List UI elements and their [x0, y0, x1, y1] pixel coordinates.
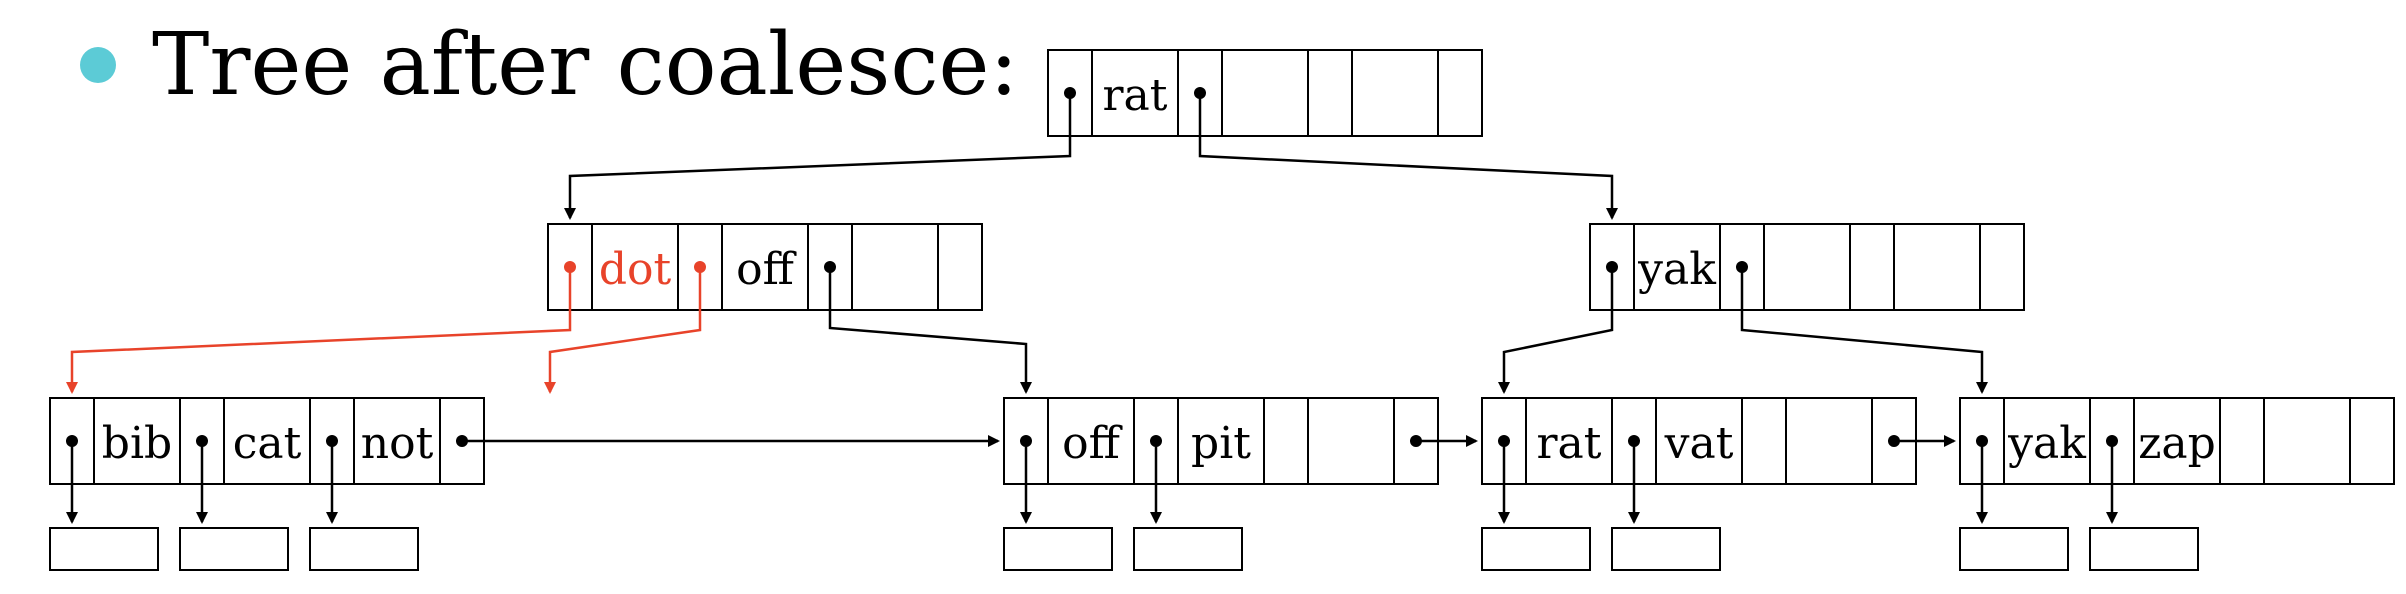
bullet-icon [80, 47, 116, 83]
record-box [1481, 527, 1591, 571]
left-internal-key-off: off [736, 244, 796, 295]
leaf2-key-1: off [1062, 418, 1122, 469]
record-boxes [49, 527, 2199, 571]
leaf3-key-1: rat [1537, 418, 1602, 469]
pointer-arrow [1498, 267, 1614, 394]
pointer-arrow [1198, 93, 1618, 220]
heading-row: Tree after coalesce: [80, 22, 1018, 108]
pointer-arrow [828, 267, 1032, 394]
pointer-dot [1194, 87, 1206, 99]
record-pointers [66, 441, 2118, 524]
pointer-dot-highlighted [694, 261, 706, 273]
root-pointers [564, 93, 1618, 220]
pointer-dot [1498, 435, 1510, 447]
right-internal-node: yak [1589, 223, 2025, 311]
pointer-dot [326, 435, 338, 447]
pointer-dots [66, 87, 2118, 447]
record-box [1611, 527, 1721, 571]
leaf2-key-2: pit [1191, 418, 1251, 469]
record-box [2089, 527, 2199, 571]
leaf1-key-2: cat [233, 418, 302, 469]
left-internal-key-dot: dot [599, 244, 672, 295]
pointer-dot [196, 435, 208, 447]
record-box [49, 527, 159, 571]
pointer-dot [456, 435, 468, 447]
leaf3-key-2: vat [1664, 418, 1734, 469]
leaf-node-4: yak zap [1959, 397, 2395, 485]
pointer-dot [1064, 87, 1076, 99]
pointer-dot [66, 435, 78, 447]
root-key: rat [1103, 70, 1168, 121]
pointer-arrow-highlighted [66, 267, 572, 394]
leaf4-key-1: yak [2007, 418, 2086, 469]
pointer-dot [1976, 435, 1988, 447]
pointer-arrow-highlighted [544, 267, 702, 394]
pointer-arrow [1740, 267, 1988, 394]
pointer-dot [2106, 435, 2118, 447]
record-box [1959, 527, 2069, 571]
coalesce-pointers [66, 267, 702, 394]
pointer-dot [824, 261, 836, 273]
leaf1-key-1: bib [102, 418, 172, 469]
record-box [1003, 527, 1113, 571]
record-box [1133, 527, 1243, 571]
leaf-node-2: off pit [1003, 397, 1439, 485]
pointer-dot [1410, 435, 1422, 447]
pointer-dot-highlighted [564, 261, 576, 273]
pointer-dot [1606, 261, 1618, 273]
record-box [309, 527, 419, 571]
leaf-node-3: rat vat [1481, 397, 1917, 485]
root-node: rat [1047, 49, 1483, 137]
pointer-dot [1020, 435, 1032, 447]
pointer-dot [1150, 435, 1162, 447]
pointer-dot [1628, 435, 1640, 447]
leaf1-key-3: not [361, 418, 434, 469]
pointer-dot [1736, 261, 1748, 273]
left-internal-node: dot off [547, 223, 983, 311]
slide-heading: Tree after coalesce: [152, 15, 1019, 115]
pointer-arrow [564, 93, 1072, 220]
record-box [179, 527, 289, 571]
pointer-dot [1888, 435, 1900, 447]
leaf4-key-2: zap [2138, 418, 2216, 469]
right-internal-key: yak [1637, 244, 1716, 295]
leaf-node-1: bib cat not [49, 397, 485, 485]
